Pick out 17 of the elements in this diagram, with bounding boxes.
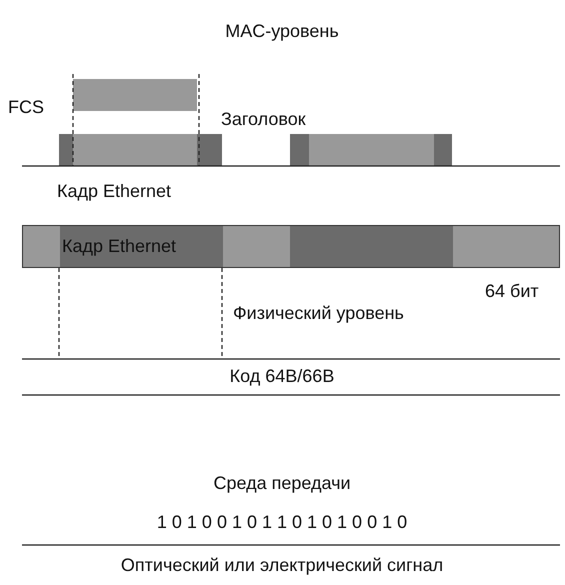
layer-title: Физический уровень	[233, 302, 404, 324]
size-label: 64 бит	[485, 280, 539, 302]
frame-segment	[60, 226, 223, 267]
frame-block	[290, 134, 452, 166]
bar-segment	[290, 226, 453, 267]
layer-title: Среда передачи	[213, 472, 351, 494]
bit-sequence: 1 0 1 0 0 1 0 1 1 0 1 0 1 0 0 1 0	[156, 511, 408, 533]
signal-label: Оптический или электрический сигнал	[120, 554, 444, 576]
frame-caption: Кадр Ethernet	[57, 180, 172, 202]
field-label: Заголовок	[221, 108, 306, 130]
frame-label: Кадр Ethernet	[62, 235, 176, 257]
bit-stream-bar	[22, 225, 560, 268]
frame-block	[59, 134, 222, 166]
field-label: FCS	[8, 96, 44, 118]
payload-block	[73, 79, 197, 111]
layer-title: MAC-уровень	[225, 20, 339, 42]
coding-label: Код 64B/66B	[230, 365, 334, 387]
